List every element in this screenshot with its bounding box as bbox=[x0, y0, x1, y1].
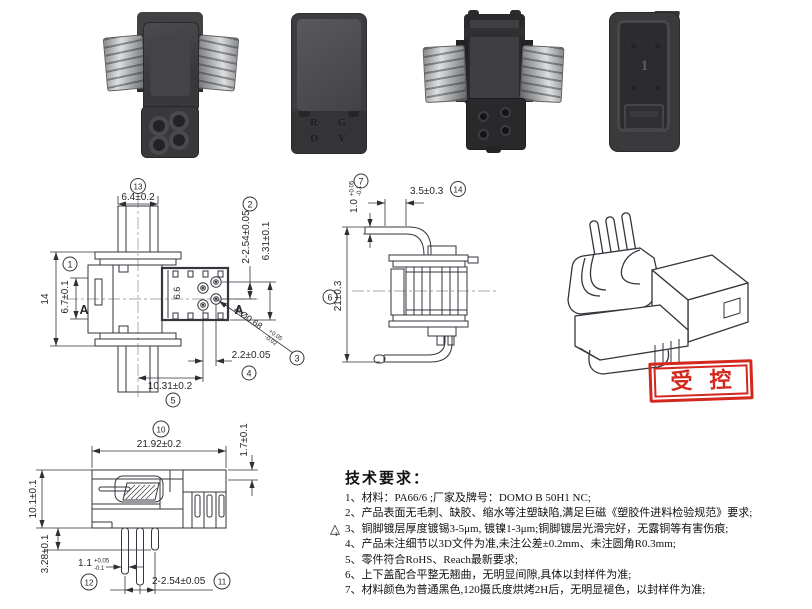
bottom-nub bbox=[486, 146, 501, 153]
cover-bottom-band bbox=[292, 111, 366, 153]
tech-requirements-title: 技术要求： bbox=[345, 471, 431, 487]
tech-requirement-item: 2、产品表面无毛刺、缺胶、缩水等注塑缺陷,满足巨磁《塑胶件进料检验规范》要求; bbox=[345, 507, 753, 520]
tech-requirement-item: △ 1 3、铜脚镀层厚度镀锡3-5μm, 镀镍1-3μm;铜脚镀层光滑完好，无露… bbox=[330, 520, 729, 538]
pin-hole bbox=[478, 129, 489, 140]
balloon-11: 11 bbox=[218, 578, 227, 587]
stamp-char-left: 受 bbox=[670, 368, 693, 395]
revision-triangle-marker: △ 1 bbox=[330, 520, 340, 538]
section-label-right: A bbox=[234, 303, 243, 317]
isometric-view bbox=[567, 212, 749, 375]
balloon-6: 6 bbox=[327, 293, 332, 303]
section-label-left: A bbox=[79, 303, 88, 317]
balloon-1: 1 bbox=[67, 260, 72, 270]
balloon-2: 2 bbox=[247, 200, 252, 210]
tech-requirements: 技术要求： 1、材料：PA66/6 ;厂家及牌号：DOMO B 50H1 NC;… bbox=[330, 467, 810, 599]
dim-edge: 2.2±0.05 bbox=[232, 350, 271, 361]
front-section-view bbox=[50, 178, 305, 408]
controlled-stamp-border: 受 控 bbox=[653, 364, 749, 398]
tech-requirement-item: 7、材料颜色为普通黑色,120摄氏度烘烤2H后，无明显褪色，以封样件为准; bbox=[345, 584, 706, 597]
dim-lead-thickness: 1.0 bbox=[349, 199, 360, 213]
pin-hole bbox=[500, 107, 511, 118]
pin-hole bbox=[149, 135, 169, 155]
dim-631: 6.31±0.1 bbox=[261, 221, 272, 260]
cover-notch bbox=[299, 111, 310, 117]
stamp-char-right: 控 bbox=[709, 366, 732, 393]
dim-box-width: 6.6 bbox=[172, 287, 182, 300]
pin-hole bbox=[169, 130, 189, 150]
balloon-4: 4 bbox=[246, 369, 251, 379]
pin-hole bbox=[478, 111, 489, 122]
balloon-5: 5 bbox=[170, 396, 175, 406]
cavity-dot bbox=[631, 44, 636, 49]
balloon-14: 14 bbox=[454, 186, 463, 195]
lead-tol-plus: +0.05 bbox=[350, 180, 356, 196]
cavity-number: 1 bbox=[640, 58, 649, 74]
hole-callout: 4-Ø0.68 bbox=[232, 304, 264, 331]
cavity-dot bbox=[655, 86, 660, 91]
dim-height: 21±0.3 bbox=[333, 280, 344, 311]
balloon-3: 3 bbox=[294, 354, 299, 364]
cover-embossed-letters-row1: R G bbox=[310, 118, 348, 129]
dim-stem-width: 6.4±0.2 bbox=[121, 192, 155, 203]
tech-requirement-item: 5、零件符合RoHS、Reach最新要求; bbox=[345, 553, 518, 566]
dim-inner-height: 6.7±0.1 bbox=[60, 280, 71, 314]
triangle-icon: △ bbox=[330, 520, 340, 536]
product-photo-cover-inner: 1 bbox=[609, 11, 681, 152]
cavity-dot bbox=[655, 44, 660, 49]
controlled-stamp: 受 控 bbox=[648, 359, 754, 403]
lead-tol-minus: -0.1 bbox=[357, 185, 363, 196]
balloon-13: 13 bbox=[134, 183, 143, 192]
balloon-7: 7 bbox=[358, 177, 363, 187]
pin-hole bbox=[149, 116, 169, 136]
dim-body-height: 10.1±0.1 bbox=[28, 479, 39, 518]
frame-crossbar bbox=[464, 28, 525, 37]
balloon-12: 12 bbox=[85, 579, 94, 588]
product-photo-assembled-front bbox=[102, 12, 240, 158]
cover-notch bbox=[348, 111, 359, 117]
dim-leg-pitch: 2-2.54±0.05 bbox=[152, 576, 206, 587]
bottom-view bbox=[36, 420, 258, 594]
pin-hole bbox=[169, 111, 189, 131]
dim-total-height: 14 bbox=[40, 293, 51, 305]
side-view bbox=[322, 173, 498, 364]
photo-body-panel bbox=[150, 36, 190, 96]
pin-hole bbox=[500, 125, 511, 136]
dim-pitch-vertical: 2-2.54±0.05 bbox=[241, 210, 252, 264]
balloon-10: 10 bbox=[157, 426, 166, 435]
tech-requirement-item: 6、上下盖配合平整无翘曲，无明显间隙,具体以封样件为准; bbox=[345, 569, 632, 582]
dim-leg-width: 1.1 bbox=[78, 558, 92, 569]
tech-requirement-item: 4、产品未注细节以3D文件为准,未注公差±0.2mm、未注圆角R0.3mm; bbox=[345, 538, 676, 551]
pin-block bbox=[466, 98, 526, 150]
dim-offset: 10.31±0.2 bbox=[148, 381, 193, 392]
cavity-dot bbox=[631, 86, 636, 91]
leg-tol-minus: -0.1 bbox=[94, 566, 105, 572]
dim-setback: 3.5±0.3 bbox=[410, 186, 444, 197]
cover-embossed-letters-row2: O V bbox=[310, 134, 348, 145]
cavity-shelf bbox=[624, 104, 664, 130]
dim-lip: 1.7±0.1 bbox=[239, 423, 250, 457]
leg-tol-plus: +0.05 bbox=[94, 559, 110, 565]
cavity-shelf-bar bbox=[630, 111, 658, 117]
product-photo-cover-front: R G O V bbox=[291, 13, 367, 154]
product-photo-body-open bbox=[422, 10, 565, 153]
tech-requirement-item: 1、材料：PA66/6 ;厂家及牌号：DOMO B 50H1 NC; bbox=[345, 492, 591, 504]
contact-holes bbox=[197, 276, 222, 311]
cover-face bbox=[297, 19, 361, 111]
dim-leg-length: 3.28±0.1 bbox=[40, 534, 51, 573]
dim-total-width: 21.92±0.2 bbox=[137, 439, 182, 450]
